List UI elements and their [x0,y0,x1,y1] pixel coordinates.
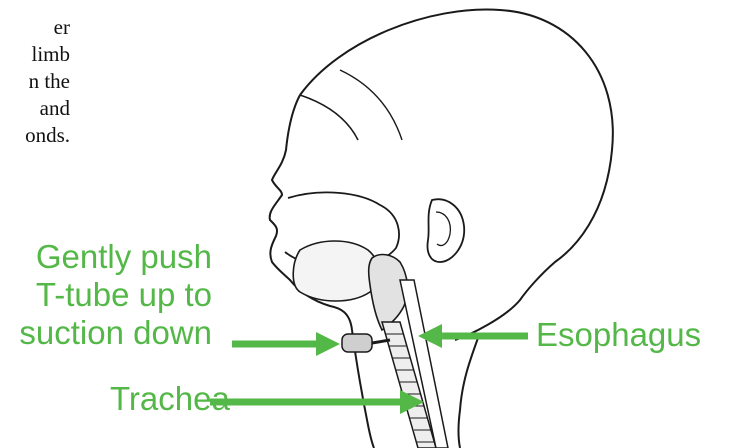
label-esophagus: Esophagus [536,316,701,354]
label-line: Gently push [8,238,212,276]
label-trachea: Trachea [110,380,230,418]
t-tube [342,334,372,352]
arrow-to-trachea [210,390,424,414]
label-line: suction down [8,314,212,352]
hair-line [340,70,402,140]
label-line: T-tube up to [8,276,212,314]
hair-line [300,95,358,140]
ear [428,199,465,262]
neck-back [459,338,479,448]
arrow-to-t-tube [232,332,340,356]
tongue [293,241,379,301]
label-push-t-tube: Gently push T-tube up to suction down [8,238,212,352]
arrow-to-esophagus [418,324,528,348]
larynx [369,255,408,330]
